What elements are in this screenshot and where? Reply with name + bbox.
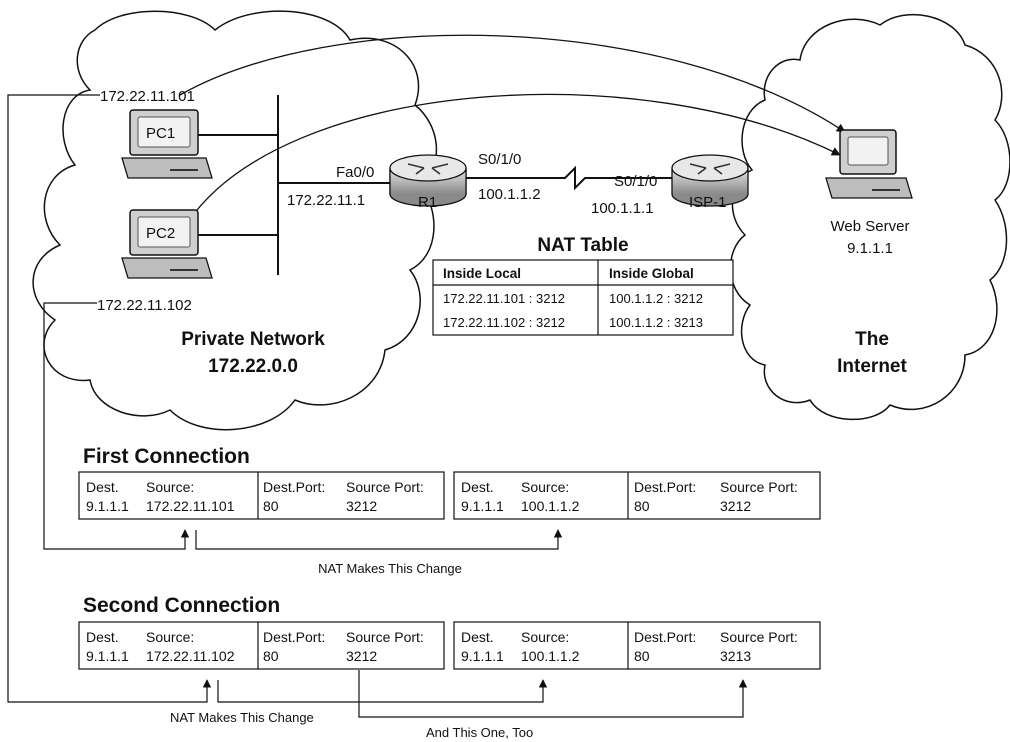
nat-table xyxy=(432,259,734,336)
second-nat-note: NAT Makes This Change xyxy=(170,710,314,725)
second-port-change-line xyxy=(358,670,748,718)
fc-after-src-h: Source: xyxy=(521,479,569,495)
fc-after-sport-h: Source Port: xyxy=(720,479,798,495)
sc-before-dport-h: Dest.Port: xyxy=(263,629,325,645)
sc-after-dport-h: Dest.Port: xyxy=(634,629,696,645)
sc-before-dest-h: Dest. xyxy=(86,629,119,645)
web-server-label: Web Server xyxy=(831,218,910,235)
r1-serial-interface: S0/1/0 xyxy=(478,151,521,168)
sc-after-dport-v: 80 xyxy=(634,648,650,664)
fc-before-dest-v: 9.1.1.1 xyxy=(86,498,129,514)
isp1-serial-interface: S0/1/0 xyxy=(614,173,657,190)
fc-before-src-h: Source: xyxy=(146,479,194,495)
router-isp1-icon xyxy=(671,154,749,207)
private-network-title: Private Network xyxy=(181,329,325,350)
second-packet-after xyxy=(453,621,821,670)
pc1-ip: 172.22.11.101 xyxy=(100,88,195,105)
r1-label: R1 xyxy=(418,194,437,211)
pc1-label: PC1 xyxy=(146,125,175,142)
first-packet-after xyxy=(453,471,821,520)
nat-row2-global: 100.1.1.2 : 3213 xyxy=(609,315,703,330)
web-server-ip: 9.1.1.1 xyxy=(847,240,893,257)
sc-after-src-h: Source: xyxy=(521,629,569,645)
fc-before-src-v: 172.22.11.101 xyxy=(146,498,235,514)
sc-before-dest-v: 9.1.1.1 xyxy=(86,648,129,664)
serial-link xyxy=(460,165,685,191)
fc-before-dport-h: Dest.Port: xyxy=(263,479,325,495)
isp1-label: ISP-1 xyxy=(689,194,727,211)
isp1-serial-ip: 100.1.1.1 xyxy=(591,200,654,217)
sc-after-dest-h: Dest. xyxy=(461,629,494,645)
sc-before-sport-h: Source Port: xyxy=(346,629,424,645)
sc-before-dport-v: 80 xyxy=(263,648,279,664)
second-packet-before xyxy=(78,621,445,670)
nat-row2-local: 172.22.11.102 : 3212 xyxy=(443,315,565,330)
fc-after-sport-v: 3212 xyxy=(720,498,751,514)
pc1-to-server-arc xyxy=(179,34,846,133)
r1-fa-interface: Fa0/0 xyxy=(336,164,374,181)
sc-before-src-h: Source: xyxy=(146,629,194,645)
second-port-note: And This One, Too xyxy=(426,725,533,740)
sc-after-sport-v: 3213 xyxy=(720,648,751,664)
sc-after-src-v: 100.1.1.2 xyxy=(521,648,580,664)
fc-before-sport-v: 3212 xyxy=(346,498,377,514)
pc2-to-first-packet-line xyxy=(43,302,190,550)
nat-header-inside-local: Inside Local xyxy=(443,266,521,281)
sc-after-dest-v: 9.1.1.1 xyxy=(461,648,504,664)
internet-title: The xyxy=(855,329,889,350)
pc2-icon xyxy=(121,209,213,279)
second-connection-title: Second Connection xyxy=(83,594,280,617)
fc-after-dest-h: Dest. xyxy=(461,479,494,495)
first-connection-title: First Connection xyxy=(83,445,250,468)
lan-gateway-ip: 172.22.11.1 xyxy=(287,192,365,209)
second-nat-change-line xyxy=(217,679,548,703)
r1-serial-ip: 100.1.1.2 xyxy=(478,186,541,203)
nat-header-inside-global: Inside Global xyxy=(609,266,694,281)
nat-row1-local: 172.22.11.101 : 3212 xyxy=(443,291,565,306)
nat-row1-global: 100.1.1.2 : 3212 xyxy=(609,291,703,306)
private-network-subnet: 172.22.0.0 xyxy=(208,356,298,377)
pc2-to-server-arc xyxy=(187,93,841,223)
fc-before-dest-h: Dest. xyxy=(86,479,119,495)
fc-before-sport-h: Source Port: xyxy=(346,479,424,495)
first-nat-note: NAT Makes This Change xyxy=(318,561,462,576)
router-r1-icon xyxy=(389,154,467,207)
fc-before-dport-v: 80 xyxy=(263,498,279,514)
nat-table-title: NAT Table xyxy=(537,235,628,256)
fc-after-dest-v: 9.1.1.1 xyxy=(461,498,504,514)
pc1-icon xyxy=(121,109,213,179)
fc-after-dport-v: 80 xyxy=(634,498,650,514)
fc-after-src-v: 100.1.1.2 xyxy=(521,498,580,514)
web-server-icon xyxy=(825,129,913,199)
first-packet-before xyxy=(78,471,445,520)
sc-before-src-v: 172.22.11.102 xyxy=(146,648,235,664)
internet-title-2: Internet xyxy=(837,356,907,377)
pc2-label: PC2 xyxy=(146,225,175,242)
sc-after-sport-h: Source Port: xyxy=(720,629,798,645)
pc1-to-second-packet-line xyxy=(7,94,212,703)
sc-before-sport-v: 3212 xyxy=(346,648,377,664)
first-nat-change-line xyxy=(195,529,563,550)
fc-after-dport-h: Dest.Port: xyxy=(634,479,696,495)
pc2-ip: 172.22.11.102 xyxy=(97,297,192,314)
